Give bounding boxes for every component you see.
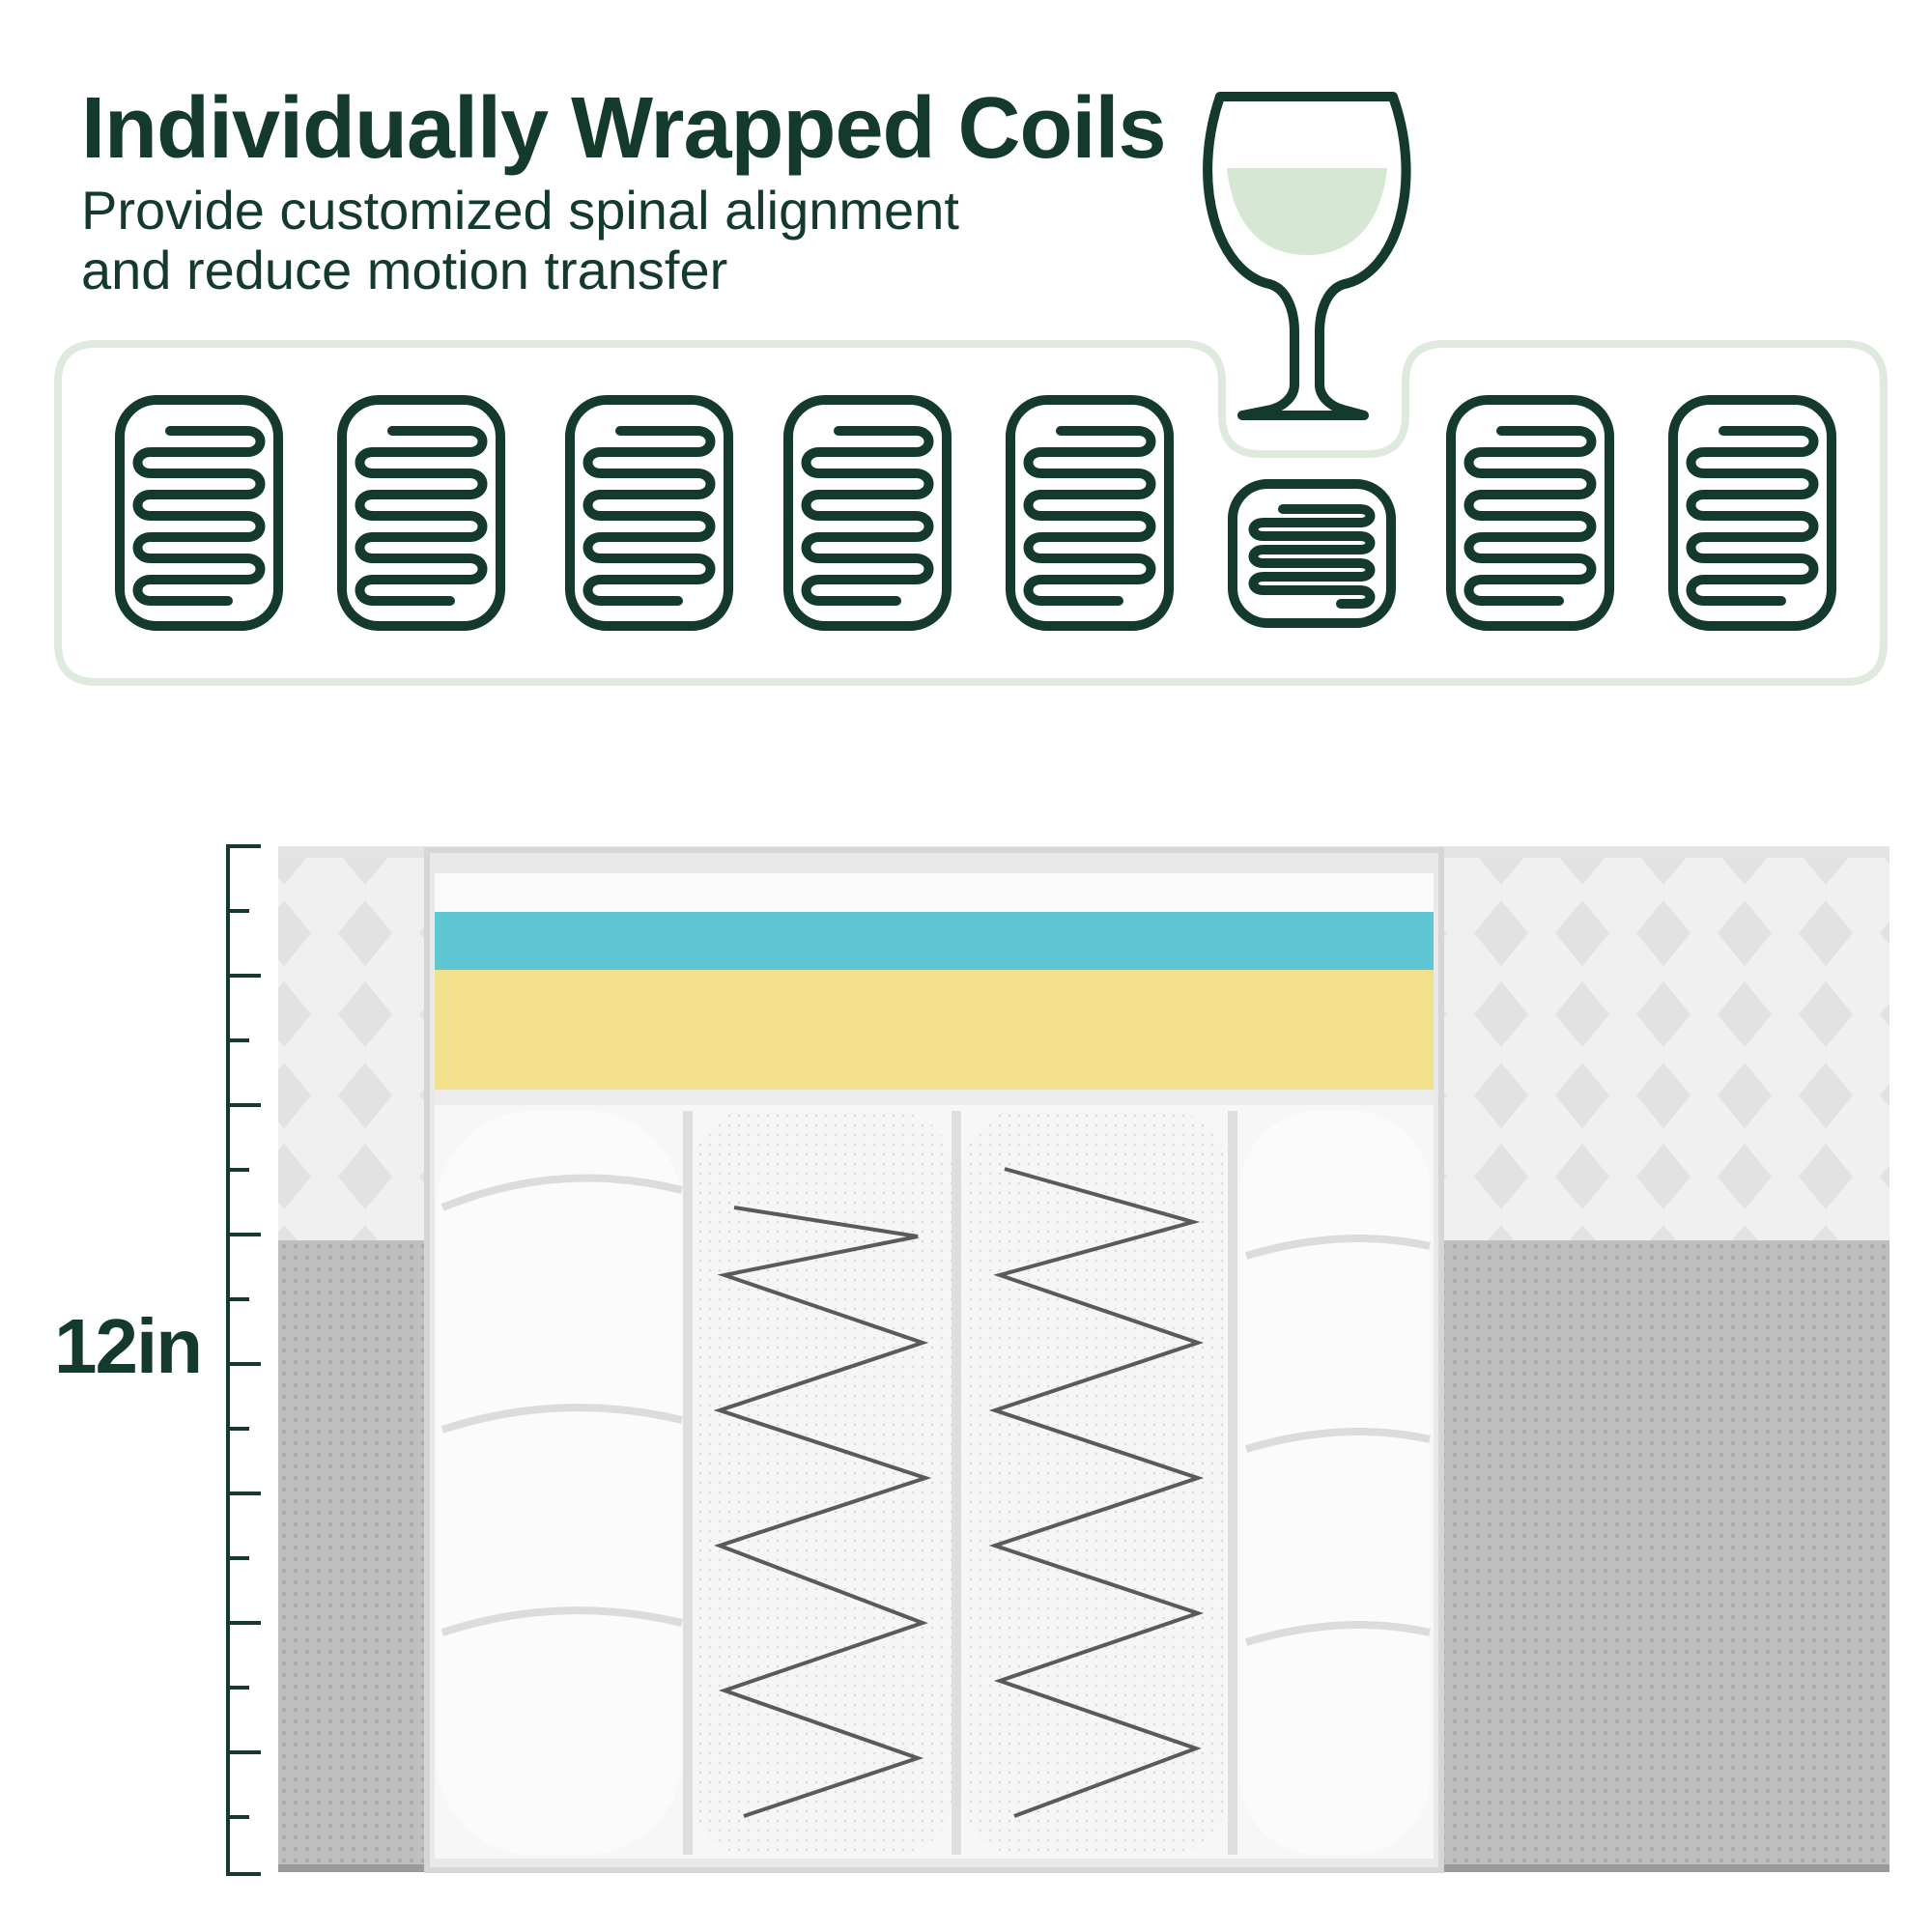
coil-pocket	[437, 1111, 683, 1855]
coil-tray-outline	[54, 340, 1888, 686]
coil-pocket	[962, 1111, 1227, 1855]
height-label: 12in	[54, 1303, 203, 1389]
subtitle-line-2: and reduce motion transfer	[81, 240, 728, 300]
wine-glass-icon	[1203, 92, 1411, 420]
coil-pocket	[692, 1111, 952, 1855]
cutaway-window	[424, 847, 1444, 1873]
subtitle-line-1: Provide customized spinal alignment	[81, 180, 959, 241]
page-title: Individually Wrapped Coils	[81, 80, 1167, 177]
gel-foam-layer	[435, 912, 1434, 970]
coil-pocket	[1240, 1111, 1431, 1855]
height-ruler	[226, 844, 261, 1876]
comfort-foam-layer	[435, 970, 1434, 1090]
